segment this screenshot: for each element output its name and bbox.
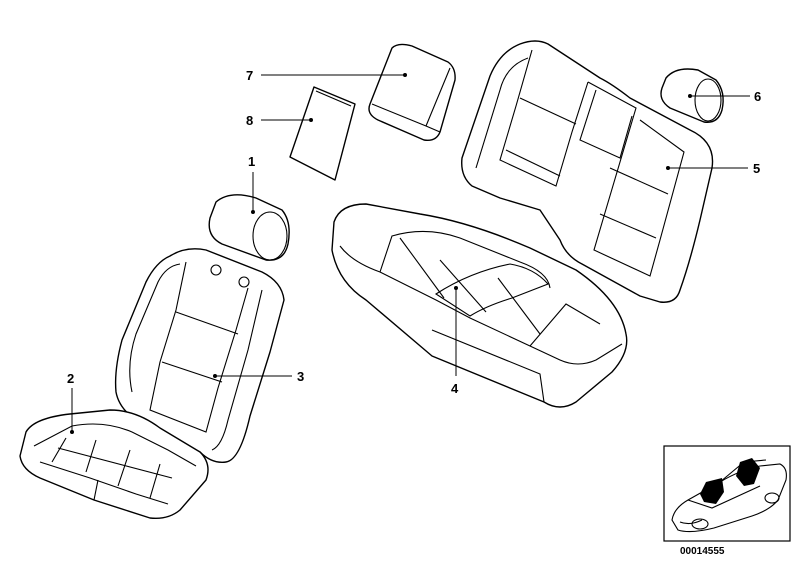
callout-1: 1: [248, 154, 255, 169]
callout-4: 4: [451, 381, 459, 396]
locator-inset: 00014555: [663, 445, 791, 557]
callout-7: 7: [246, 68, 253, 83]
part-2-front-cushion: [19, 409, 209, 520]
part-5-rear-backrest: [461, 40, 714, 303]
diagram-code: 00014555: [680, 546, 725, 557]
part-4-rear-cushion: [331, 203, 628, 408]
callout-8: 8: [246, 113, 253, 128]
rear-seat-highlight: [736, 458, 760, 486]
callout-6: 6: [754, 89, 761, 104]
part-7-headrest-block: [368, 43, 456, 142]
callout-2: 2: [67, 371, 74, 386]
callout-3: 3: [297, 369, 304, 384]
leader-lines: [70, 73, 750, 434]
front-seat-highlight: [700, 478, 724, 504]
callout-5: 5: [753, 161, 760, 176]
part-3-front-backrest: [114, 248, 285, 463]
part-8-flat-panel: [289, 86, 356, 181]
part-1-front-headrest: [208, 194, 290, 261]
